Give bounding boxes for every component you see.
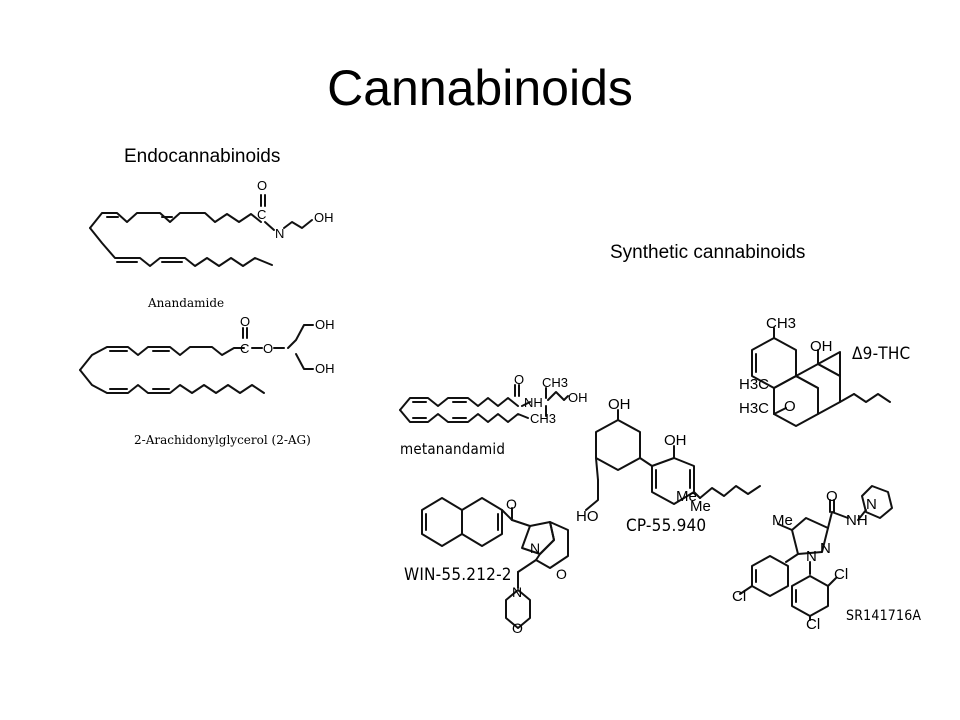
2-ag-o-ester: O [263, 341, 274, 356]
2-ag-oh-bottom: OH [315, 361, 335, 376]
2-ag-caption: 2-Arachidonylglycerol (2-AG) [134, 433, 311, 447]
win-55212-2-n-indole: N [530, 540, 541, 556]
cp-55940-me-2: Me [690, 498, 711, 515]
cp-55940-ho: HO [576, 508, 599, 525]
sr141716a-cl-2: Cl [834, 566, 849, 583]
metanandamid-caption: metanandamid [400, 440, 506, 458]
sr141716a-cl-3: Cl [806, 616, 821, 633]
thc-o: O [784, 398, 796, 415]
win-55212-2-o-ring: O [556, 566, 567, 582]
2-ag-c: C [240, 341, 250, 356]
synthetic-cannabinoids-heading: Synthetic cannabinoids [610, 242, 806, 263]
sr141716a-n-piperidine: N [866, 496, 877, 513]
cp-55940-me-1: Me [676, 488, 697, 505]
anandamide-n: N [275, 226, 285, 241]
sr141716a-o: O [826, 488, 838, 505]
anandamide-caption: Anandamide [148, 296, 225, 310]
2-ag-oh-top: OH [315, 317, 335, 332]
sr141716a-me: Me [772, 512, 793, 529]
metanandamid-o: O [514, 372, 525, 387]
win-55212-2-caption: WIN-55.212-2 [404, 565, 512, 585]
endocannabinoids-heading: Endocannabinoids [124, 146, 281, 167]
thc-h3c-top: H3C [739, 376, 770, 393]
thc-caption: Δ9-THC [852, 344, 911, 364]
metanandamid-ch3-top: CH3 [542, 375, 569, 390]
thc-h3c-bottom: H3C [739, 400, 770, 417]
sr141716a-caption: SR141716A [846, 608, 922, 624]
win-55212-2-n-morpholine: N [512, 584, 523, 600]
cp-55940-oh-phenol: OH [664, 432, 687, 449]
metanandamid-oh: OH [568, 390, 588, 405]
cp-55940-oh-cyclohexyl: OH [608, 396, 631, 413]
anandamide-oh: OH [314, 210, 334, 225]
metanandamid-nh: NH [524, 395, 543, 410]
win-55212-2-o-morpholine: O [512, 620, 523, 636]
sr141716a-n-pyrazole-2: N [806, 548, 817, 565]
thc-ch3: CH3 [766, 315, 797, 332]
anandamide-c: C [257, 207, 267, 222]
sr141716a-n-pyrazole-1: N [820, 540, 831, 557]
thc-oh: OH [810, 338, 833, 355]
sr141716a-nh: NH [846, 512, 868, 529]
slide-title: Cannabinoids [327, 60, 633, 116]
anandamide-o: O [257, 178, 268, 193]
win-55212-2-o-carbonyl: O [506, 496, 517, 512]
metanandamid-ch3-bottom: CH3 [530, 411, 557, 426]
cp-55940-caption: CP-55.940 [626, 516, 707, 536]
2-ag-o-carbonyl: O [240, 314, 251, 329]
sr141716a-cl-1: Cl [732, 588, 747, 605]
